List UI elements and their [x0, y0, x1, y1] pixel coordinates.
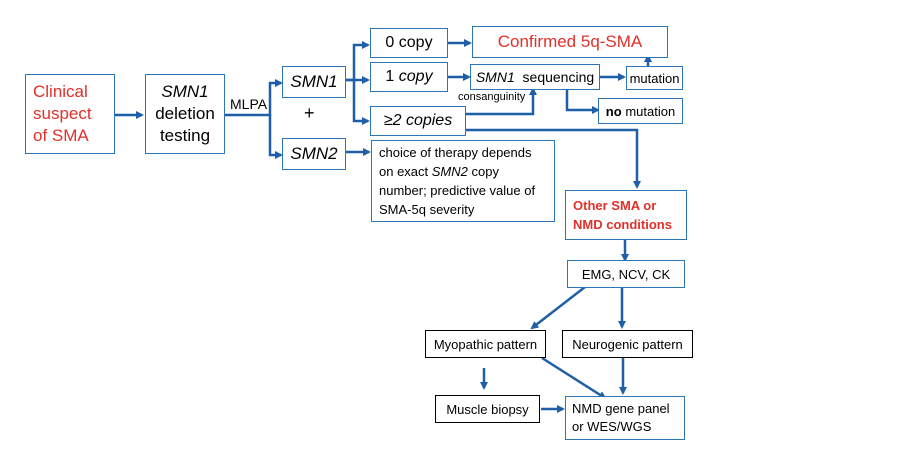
mutation-label: mutation: [629, 70, 680, 86]
gene-panel-line-2: or WES/WGS: [572, 419, 652, 434]
no-mutation-rest: mutation: [625, 103, 676, 119]
clinical-suspect-line-3: of SMA: [33, 126, 89, 145]
sequencing-gene: SMN1: [475, 69, 515, 85]
muscle-biopsy-label: Muscle biopsy: [446, 401, 529, 417]
two-copies-box: ≥2 copies: [370, 106, 466, 136]
arrow-sequencing-to-no-mutation: [565, 89, 600, 114]
therapy-smn2: SMN2: [431, 164, 468, 179]
one-copy-word: copy: [398, 68, 433, 85]
myopathic-pattern-box: Myopathic pattern: [425, 330, 546, 358]
other-sma-box: Other SMA or NMD conditions: [565, 190, 687, 240]
neurogenic-pattern-box: Neurogenic pattern: [562, 330, 693, 358]
therapy-line-1: choice of therapy depends: [379, 145, 532, 160]
one-copy-number: 1: [385, 68, 395, 85]
arrow-2copies-to-other-sma: [465, 128, 641, 189]
consanguinity-label: consanguinity: [458, 91, 526, 103]
zero-copy-label: 0 copy: [385, 34, 433, 51]
therapy-line-2: on exact SMN2 copy: [379, 164, 499, 179]
other-sma-line-2: NMD conditions: [573, 217, 672, 232]
zero-copy-box: 0 copy: [370, 28, 448, 58]
smn1-label: SMN1: [290, 72, 338, 91]
smn1-box: SMN1: [282, 66, 346, 98]
deletion-testing-gene: SMN1: [161, 82, 209, 101]
no-mutation-box: no mutation: [598, 98, 683, 124]
neurogenic-pattern-label: Neurogenic pattern: [572, 336, 683, 352]
clinical-suspect-box: Clinical suspect of SMA: [25, 74, 115, 154]
clinical-suspect-line-2: suspect: [33, 104, 92, 123]
other-sma-line-1: Other SMA or: [573, 198, 657, 213]
mlpa-label: MLPA: [230, 96, 268, 112]
deletion-testing-word-2: testing: [159, 126, 211, 145]
clinical-suspect-line-1: Clinical: [33, 82, 88, 101]
muscle-biopsy-box: Muscle biopsy: [435, 395, 540, 423]
gene-panel-box: NMD gene panel or WES/WGS: [565, 396, 685, 440]
therapy-note-box: choice of therapy depends on exact SMN2 …: [371, 140, 555, 222]
therapy-line-4: SMA-5q severity: [379, 202, 475, 217]
emg-label: EMG, NCV, CK: [581, 266, 671, 282]
plus-sign: +: [304, 103, 315, 123]
no-mutation-bold: no: [605, 103, 622, 119]
arrow-smn1-to-2copies: [352, 80, 370, 125]
arrow-emg-to-myopathic: [530, 286, 586, 330]
confirmed-sma-label: Confirmed 5q-SMA: [497, 32, 643, 51]
arrow-myopathic-to-gene-panel: [541, 356, 607, 400]
deletion-testing-box: SMN1 deletion testing: [145, 74, 225, 154]
smn2-label: SMN2: [290, 144, 338, 163]
confirmed-sma-box: Confirmed 5q-SMA: [472, 26, 668, 58]
smn2-box: SMN2: [282, 138, 346, 170]
arrow-2copies-to-sequencing: [465, 87, 537, 116]
myopathic-pattern-label: Myopathic pattern: [433, 336, 538, 352]
gene-panel-line-1: NMD gene panel: [572, 401, 670, 416]
emg-box: EMG, NCV, CK: [567, 260, 685, 288]
one-copy-box: 1 copy: [370, 62, 448, 92]
deletion-testing-word: deletion: [155, 104, 215, 123]
smn1-sequencing-box: SMN1 sequencing: [470, 64, 600, 90]
arrow-smn1-to-0copy: [346, 41, 370, 82]
mutation-box: mutation: [626, 66, 683, 90]
sequencing-word: sequencing: [522, 69, 595, 85]
two-copies-label: ≥2 copies: [383, 112, 453, 129]
arrow-deletion-to-smn2: [268, 115, 283, 159]
arrow-deletion-to-smn1: [225, 79, 283, 117]
therapy-line-3: number; predictive value of: [379, 183, 536, 198]
